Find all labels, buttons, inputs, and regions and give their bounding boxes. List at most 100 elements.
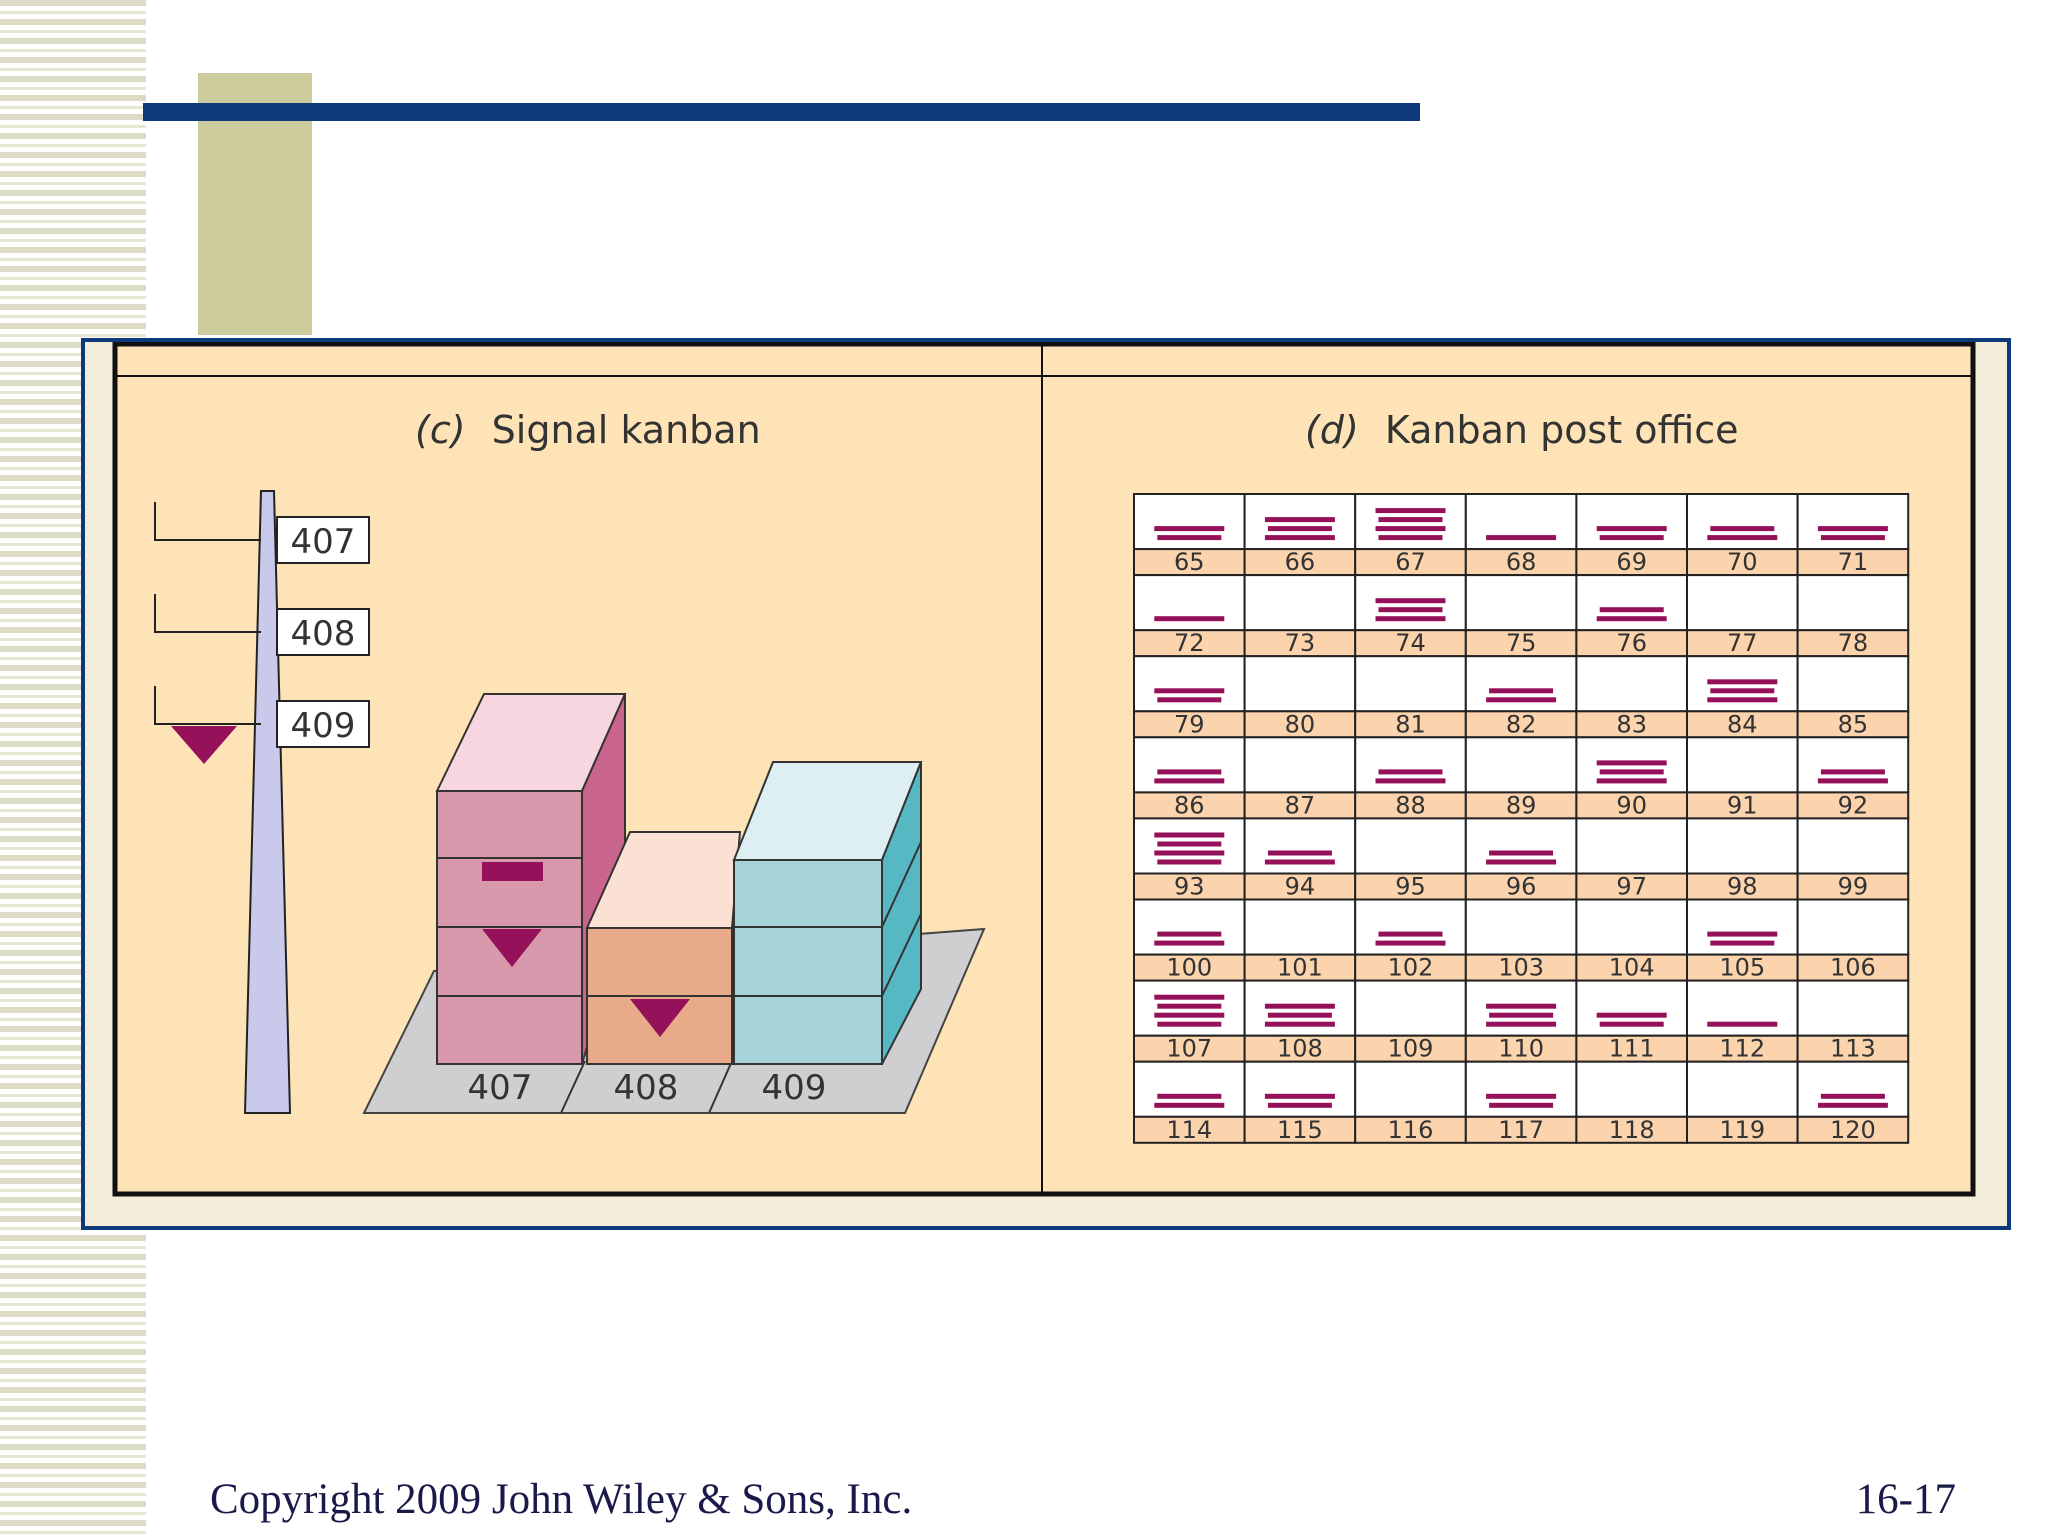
slot-number: 115	[1277, 1116, 1323, 1144]
slot-number: 77	[1727, 629, 1758, 657]
post-office-slot: 83	[1575, 655, 1689, 739]
slot-number: 75	[1506, 629, 1537, 657]
post-office-slot: 88	[1354, 736, 1467, 820]
post-office-slot: 113	[1796, 979, 1910, 1063]
slot-number: 92	[1838, 791, 1869, 819]
post-office-slot: 71	[1796, 493, 1910, 577]
kanban-card	[1486, 859, 1557, 865]
kanban-card	[1267, 850, 1332, 856]
kanban-card	[1710, 688, 1775, 694]
slot-number: 107	[1166, 1035, 1212, 1063]
post-office-slot: 96	[1464, 817, 1578, 901]
triangle-kanban-408	[630, 999, 690, 1037]
kanban-card	[1264, 859, 1335, 865]
post-office-slot: 114	[1133, 1060, 1246, 1144]
kanban-card	[1489, 1012, 1554, 1018]
post-office-slot: 91	[1686, 736, 1799, 820]
post-office-slot: 99	[1796, 817, 1910, 901]
kanban-card	[1599, 607, 1664, 613]
kanban-card	[1489, 688, 1554, 694]
post-office-slot: 74	[1354, 574, 1467, 658]
kanban-card	[1486, 1003, 1557, 1009]
kanban-card	[1596, 778, 1667, 784]
slot-number: 68	[1506, 548, 1537, 576]
slot-number: 66	[1285, 548, 1316, 576]
slot-number: 100	[1166, 954, 1212, 982]
post-office-slot: 82	[1464, 655, 1578, 739]
post-office-slot: 80	[1243, 655, 1357, 739]
board-label-409: 409	[291, 706, 356, 746]
pallet-separator-2	[708, 1060, 733, 1114]
post-office-slot: 85	[1796, 655, 1910, 739]
bin-stack-409	[732, 761, 923, 1065]
kanban-card	[1375, 940, 1446, 946]
slot-number: 90	[1616, 791, 1647, 819]
slot-number: 120	[1830, 1116, 1876, 1144]
slot-number: 86	[1174, 791, 1205, 819]
pallet-separator-1	[560, 1060, 586, 1114]
slot-number: 76	[1616, 629, 1647, 657]
post-office-slot: 111	[1575, 979, 1689, 1063]
board-label-408: 408	[291, 614, 356, 654]
slot-number: 101	[1277, 954, 1323, 982]
kanban-card	[1154, 1102, 1225, 1108]
kanban-card	[1375, 778, 1446, 784]
kanban-card	[1154, 994, 1225, 1000]
kanban-card	[1707, 535, 1778, 541]
post-office-slot: 102	[1354, 898, 1467, 982]
kanban-card	[1596, 616, 1667, 622]
kanban-card	[1154, 850, 1225, 856]
slot-number: 78	[1838, 629, 1869, 657]
post-office-slot: 107	[1133, 979, 1246, 1063]
slot-number: 84	[1727, 710, 1758, 738]
post-office-slot: 116	[1354, 1060, 1467, 1144]
post-office-slot: 67	[1354, 493, 1467, 577]
kanban-card	[1378, 535, 1443, 541]
kanban-card	[1154, 526, 1225, 532]
post-office-slot: 97	[1575, 817, 1689, 901]
slot-number: 72	[1174, 629, 1205, 657]
slot-number: 118	[1609, 1116, 1655, 1144]
post-office-slot: 108	[1243, 979, 1357, 1063]
kanban-card	[1707, 931, 1778, 937]
board-tag-407	[276, 516, 370, 564]
slot-number: 67	[1395, 548, 1426, 576]
board-tag-408	[276, 608, 370, 656]
kanban-card	[1375, 508, 1446, 514]
post-office-slot: 94	[1243, 817, 1357, 901]
kanban-card	[1378, 769, 1443, 775]
post-office-slot: 86	[1133, 736, 1246, 820]
slot-number: 83	[1616, 710, 1647, 738]
kanban-card	[1378, 931, 1443, 937]
post-office-slot: 119	[1686, 1060, 1799, 1144]
kanban-card	[1375, 526, 1446, 532]
slot-number: 104	[1609, 954, 1655, 982]
panel-d-label: (d)	[1305, 408, 1359, 452]
board-label-407: 407	[291, 522, 356, 562]
kanban-card	[1817, 1102, 1888, 1108]
slot-number: 110	[1498, 1035, 1544, 1063]
slot-number: 96	[1506, 873, 1537, 901]
bin-label-408: 408	[614, 1068, 679, 1108]
slot-number: 65	[1174, 548, 1205, 576]
kanban-card	[1378, 517, 1443, 523]
kanban-card	[1264, 535, 1335, 541]
post-office-slot: 105	[1686, 898, 1799, 982]
post-office-slot: 69	[1575, 493, 1689, 577]
kanban-card	[1264, 517, 1335, 523]
post-office-slot: 110	[1464, 979, 1578, 1063]
post-office-slot: 66	[1243, 493, 1357, 577]
post-office-slot: 72	[1133, 574, 1246, 658]
kanban-card	[1154, 832, 1225, 838]
post-office-slot: 75	[1464, 574, 1578, 658]
kanban-card	[1596, 526, 1667, 532]
slot-number: 69	[1616, 548, 1647, 576]
kanban-card	[1154, 778, 1225, 784]
triangle-kanban-407	[482, 929, 542, 967]
bin-label-407: 407	[468, 1068, 533, 1108]
bin-stack-407	[435, 693, 627, 1065]
kanban-card	[1154, 940, 1225, 946]
kanban-card	[1157, 859, 1222, 865]
slot-number: 109	[1388, 1035, 1434, 1063]
